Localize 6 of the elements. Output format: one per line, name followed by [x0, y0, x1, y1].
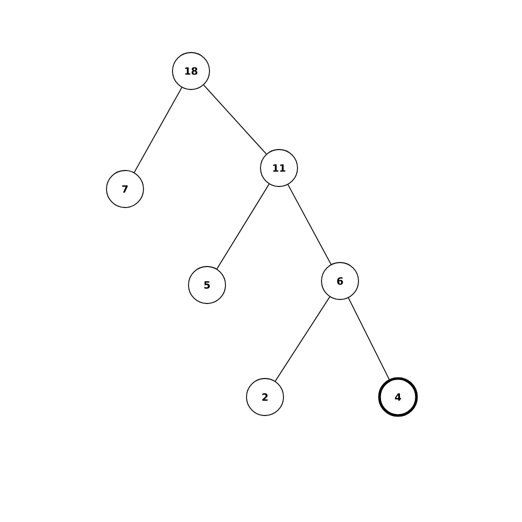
tree-edge: [348, 298, 390, 380]
tree-edge: [216, 184, 270, 270]
tree-edge: [203, 84, 267, 154]
tree-edge: [274, 296, 330, 382]
tree-edge: [288, 184, 332, 265]
tree-edge: [134, 87, 182, 173]
